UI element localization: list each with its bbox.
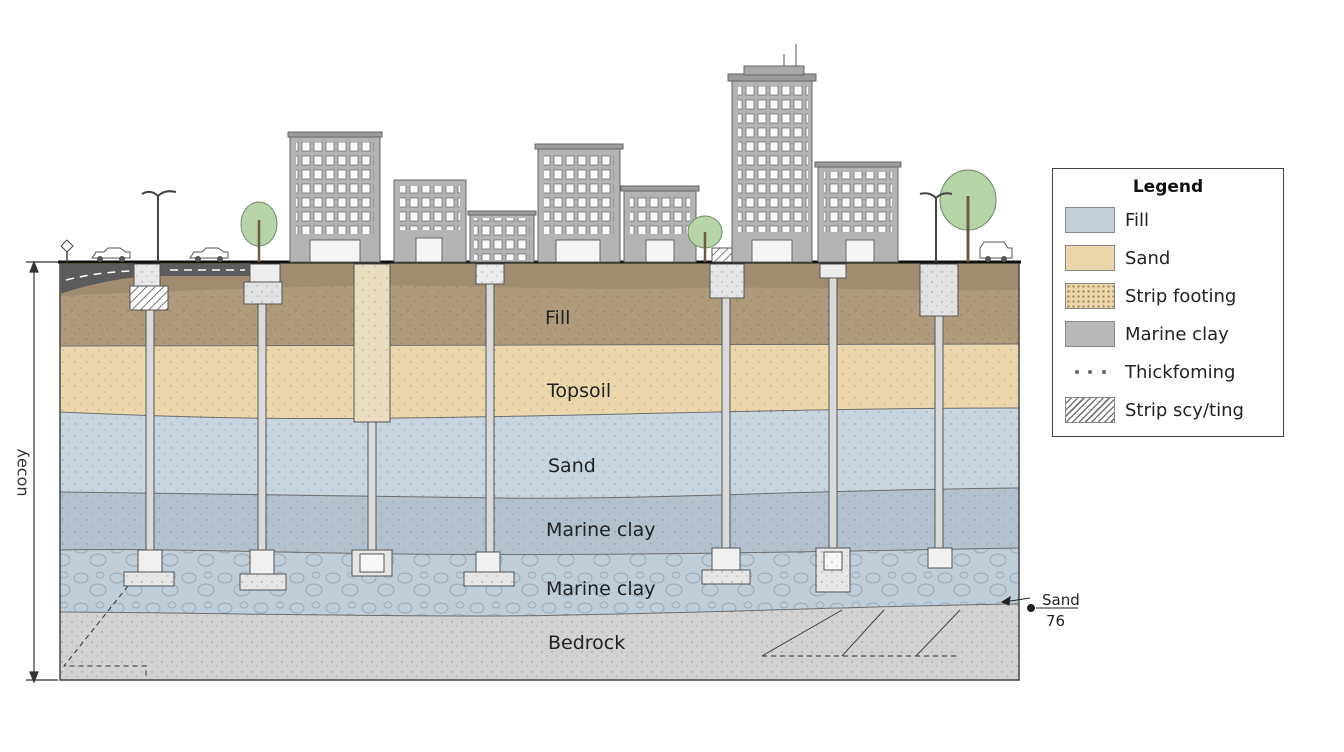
sand-layer-label: Sand (548, 455, 596, 477)
tree (240, 201, 278, 262)
legend-item-label: Sand (1125, 247, 1171, 269)
bedrock-layer-label: Bedrock (548, 632, 626, 654)
pile-speckles (124, 264, 958, 592)
legend-item-marine-clay: Marine clay (1065, 319, 1229, 349)
building (287, 131, 383, 263)
street-lamps (141, 190, 953, 262)
strip-footing-swatch-icon (1065, 283, 1115, 309)
building (393, 179, 467, 263)
building (467, 210, 537, 263)
city-skyline (287, 44, 902, 263)
legend-item-strip-scyting: Strip scy/ting (1065, 395, 1244, 425)
hatched-box (711, 247, 733, 263)
legend-item-sand: Sand (1065, 243, 1170, 273)
building (727, 44, 817, 263)
legend-title: Legend (1132, 177, 1204, 197)
tree (687, 215, 723, 262)
tree (939, 169, 997, 262)
side-note-value: 76 (1046, 612, 1066, 630)
legend-item-label: Fill (1125, 209, 1150, 231)
sand-swatch-icon (1065, 245, 1115, 271)
road-sign (60, 239, 74, 262)
marine-clay-swatch-icon (1065, 321, 1115, 347)
soil-layers (60, 262, 1019, 680)
marine-clay-lower-layer-label: Marine clay (546, 578, 656, 600)
car (979, 241, 1013, 262)
car (91, 247, 131, 262)
building (534, 143, 624, 263)
legend-item-thickfoming: Thickfoming (1065, 357, 1235, 387)
car (189, 247, 229, 262)
legend-item-label: Marine clay (1125, 323, 1229, 345)
street-lamp (141, 190, 177, 262)
side-note-label: Sand (1042, 591, 1080, 609)
topsoil-layer-label: Topsoil (547, 380, 612, 402)
building (814, 161, 902, 263)
road (60, 264, 250, 294)
legend-panel: Legend Fill Sand Strip footing Marine cl… (1052, 168, 1284, 437)
fill-swatch-icon (1065, 207, 1115, 233)
building (620, 185, 700, 263)
side-note-marker (1000, 596, 1078, 612)
fill-layer-label: Fill (545, 307, 571, 329)
fill-upper-band (60, 262, 1019, 296)
depth-dimension (26, 260, 58, 684)
legend-item-fill: Fill (1065, 205, 1149, 235)
street-lamp (919, 192, 953, 262)
hatch-swatch-icon (1065, 397, 1115, 423)
legend-item-label: Thickfoming (1125, 361, 1236, 383)
trees (240, 169, 997, 262)
legend-item-strip-footing: Strip footing (1065, 281, 1236, 311)
legend-item-label: Strip footing (1125, 285, 1237, 307)
legend-item-label: Strip scy/ting (1125, 399, 1244, 421)
dots-symbol-icon (1065, 359, 1115, 385)
depth-axis-label: ʎecon (13, 448, 33, 497)
cars (91, 241, 1013, 262)
marine-clay-layer-label: Marine clay (546, 519, 656, 541)
